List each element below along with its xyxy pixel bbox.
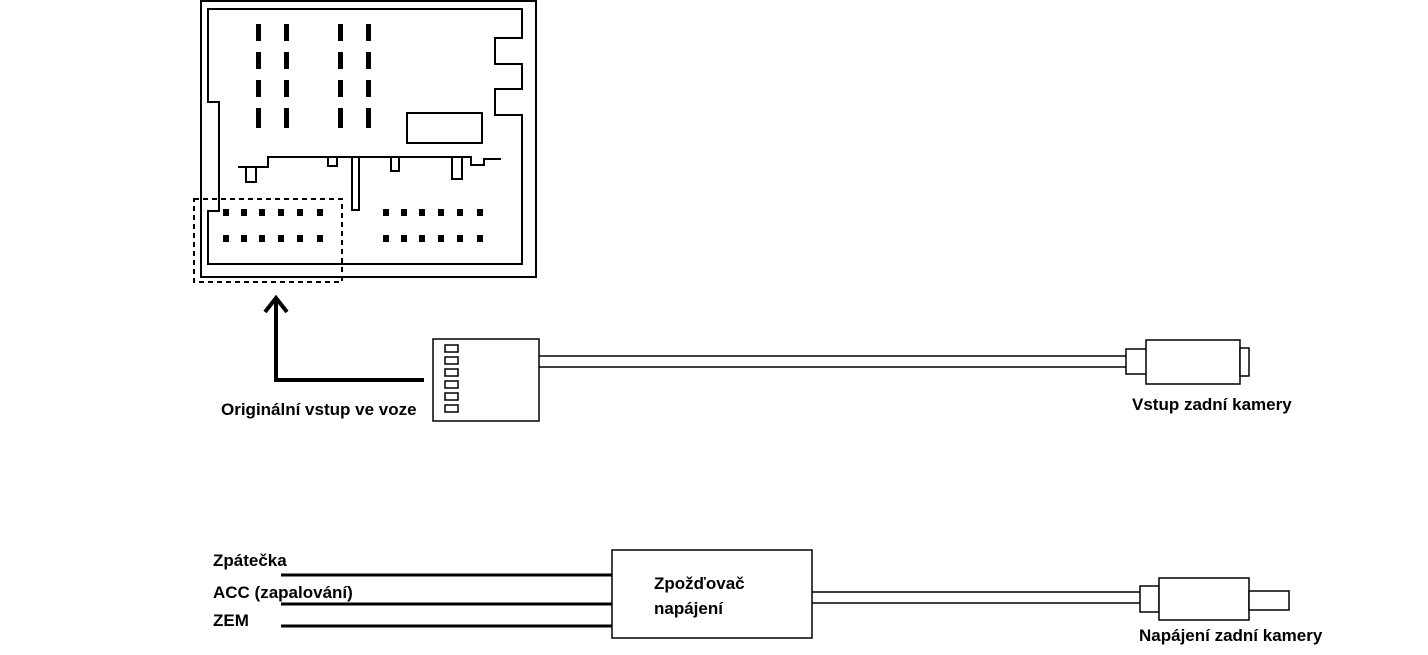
pin (297, 209, 303, 216)
pin (278, 209, 284, 216)
plug-tip (1248, 590, 1290, 611)
pin (338, 108, 343, 128)
connector-latch-left (245, 167, 257, 183)
pin (223, 209, 229, 216)
pin (259, 209, 265, 216)
power-delay-module (611, 549, 813, 639)
pin (366, 80, 371, 97)
pin (259, 235, 265, 242)
plug-collar (1139, 585, 1160, 613)
label-ground: ZEM (213, 611, 249, 630)
camera-video-cable (539, 355, 1126, 368)
pin (457, 235, 463, 242)
label-delay-line2: napájení (654, 599, 724, 618)
plug-body (1158, 577, 1250, 621)
connector-label-slot (406, 112, 483, 144)
connector-pins-right-block (383, 209, 483, 242)
pin (297, 235, 303, 242)
connector-notch-a (327, 157, 338, 167)
camera-power-cable (812, 591, 1140, 604)
connector-inner-outline (207, 8, 523, 265)
arrow-head-icon (263, 294, 289, 314)
pin (278, 235, 284, 242)
pin (256, 52, 261, 69)
plug-body (1145, 339, 1241, 385)
arrow-shaft (274, 299, 424, 382)
plug-collar (1125, 348, 1148, 375)
pin (284, 108, 289, 128)
camera-input-plug (1125, 339, 1250, 385)
pin (366, 24, 371, 41)
pin (366, 52, 371, 69)
pin (419, 235, 425, 242)
connector-outer-frame (200, 0, 537, 278)
pin (383, 235, 389, 242)
pin (419, 209, 425, 216)
pin (401, 235, 407, 242)
pin (241, 235, 247, 242)
label-original-input: Originální vstup ve voze (221, 400, 417, 419)
pin (317, 235, 323, 242)
head-unit-connector (200, 0, 537, 278)
adapter-pin-slot (444, 380, 459, 389)
pin (401, 209, 407, 216)
pin (241, 209, 247, 216)
label-acc: ACC (zapalování) (213, 583, 353, 602)
plug-tip (1239, 347, 1250, 377)
pin (477, 235, 483, 242)
pin (317, 209, 323, 216)
pin (438, 209, 444, 216)
pin (284, 52, 289, 69)
label-reverse: Zpátečka (213, 551, 287, 570)
camera-input-highlight (193, 198, 343, 283)
adapter-pin-slot (444, 392, 459, 401)
camera-power-plug (1139, 577, 1290, 621)
label-camera-power: Napájení zadní kamery (1139, 626, 1323, 645)
pin (383, 209, 389, 216)
pin (338, 80, 343, 97)
pin (477, 209, 483, 216)
connector-pins-top (256, 24, 371, 128)
pin (284, 24, 289, 41)
pin (256, 24, 261, 41)
pin (338, 24, 343, 41)
pin (256, 80, 261, 97)
adapter-pin-slot (444, 356, 459, 365)
adapter-pin-slot (444, 368, 459, 377)
power-input-wires (281, 573, 612, 628)
pin (338, 52, 343, 69)
label-delay-line1: Zpožďovač (654, 574, 745, 593)
pin (366, 108, 371, 128)
connector-latch-center (351, 157, 360, 211)
adapter-plug-body (432, 338, 540, 422)
connection-arrow (263, 294, 424, 382)
connector-pins-camera-block (223, 209, 323, 242)
connector-key-rail (238, 156, 501, 168)
connector-latch-right (451, 157, 463, 180)
adapter-pin-slot (444, 404, 459, 413)
label-camera-input: Vstup zadní kamery (1132, 395, 1292, 414)
pin (256, 108, 261, 128)
adapter-pin-slot (444, 344, 459, 353)
pin (438, 235, 444, 242)
adapter-plug (432, 338, 540, 422)
connector-notch-b (390, 157, 400, 172)
pin (284, 80, 289, 97)
pin (223, 235, 229, 242)
pin (457, 209, 463, 216)
